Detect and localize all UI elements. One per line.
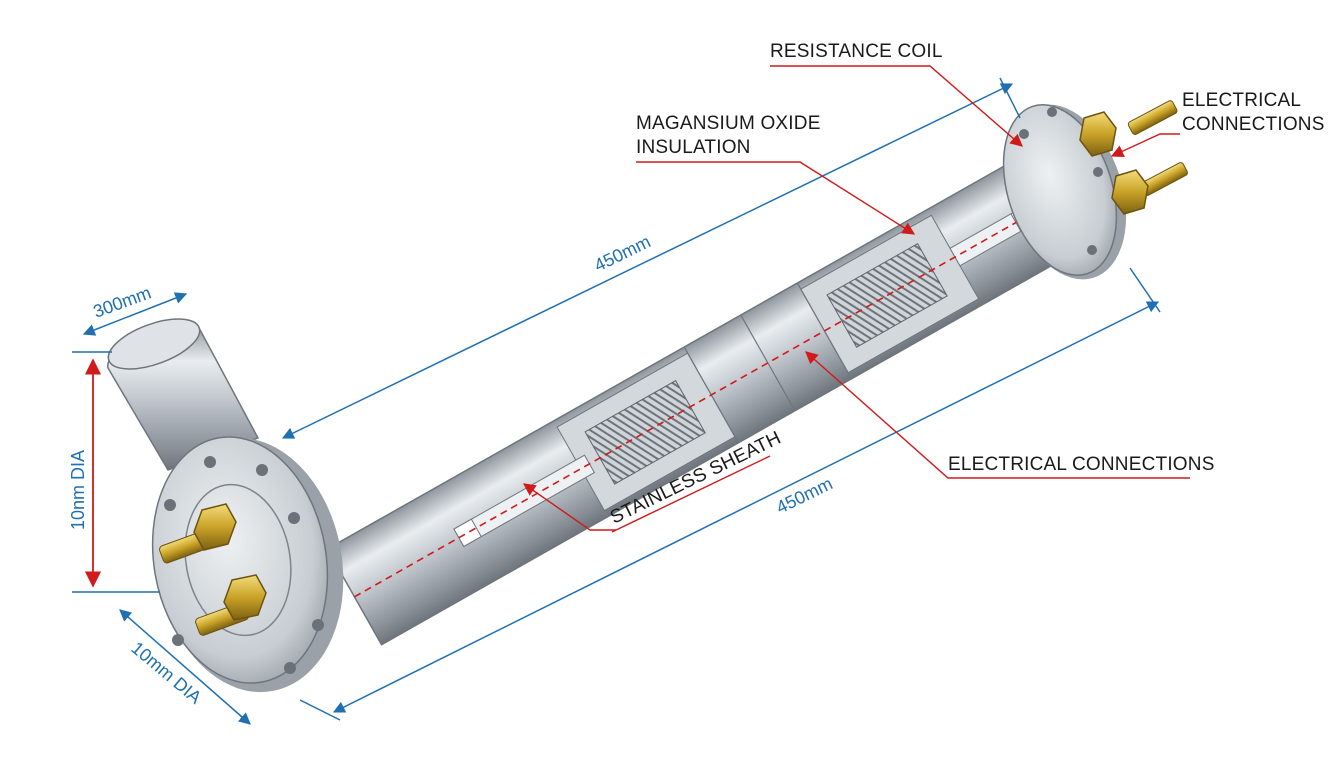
left-terminal-top	[159, 503, 237, 564]
dimension-line-elbow	[82, 292, 188, 336]
bolt-hole	[204, 456, 216, 468]
bolt-hole	[256, 464, 268, 476]
bolt-hole	[172, 634, 184, 646]
label-conn-top-line2: CONNECTIONS	[1182, 114, 1325, 135]
tube-body	[326, 163, 1062, 646]
bolt-hole	[1047, 107, 1057, 117]
dimension-length-top: 450mm	[591, 231, 654, 275]
dimension-elbow-width: 300mm	[91, 282, 154, 321]
label-insulation-line2: INSULATION	[636, 137, 751, 158]
bolt-hole	[164, 499, 176, 511]
label-insulation-line1: MAGANSIUM OXIDE	[636, 113, 821, 134]
leader-sheath	[522, 483, 616, 531]
right-terminal-top	[1079, 100, 1178, 157]
label-conn-top-line1: ELECTRICAL	[1182, 90, 1301, 111]
leader-conn-mid	[805, 351, 1190, 479]
dimension-vertical-dia: 10nm DIA	[68, 450, 88, 530]
dimension-line-bottom	[332, 301, 1160, 713]
label-resistance-coil: RESISTANCE COIL	[770, 41, 943, 62]
dimension-lines	[72, 77, 1161, 725]
bolt-hole	[288, 512, 300, 524]
bolt-hole	[1087, 245, 1097, 255]
label-conn-mid: ELECTRICAL CONNECTIONS	[948, 454, 1215, 475]
dimension-length-bottom: 450mm	[773, 473, 836, 517]
leader-conn-top	[1110, 133, 1180, 158]
right-terminal-bottom	[1111, 162, 1188, 215]
leader-resistance-coil	[770, 65, 1023, 147]
bolt-hole	[1093, 167, 1103, 177]
leader-insulation	[636, 161, 916, 235]
dimension-line-bottom-dia	[119, 609, 251, 725]
leader-lines	[522, 65, 1190, 531]
center-axis-line	[354, 199, 1056, 598]
bolt-hole	[284, 662, 296, 674]
bolt-hole	[1019, 129, 1029, 139]
bolt-hole	[312, 619, 324, 631]
